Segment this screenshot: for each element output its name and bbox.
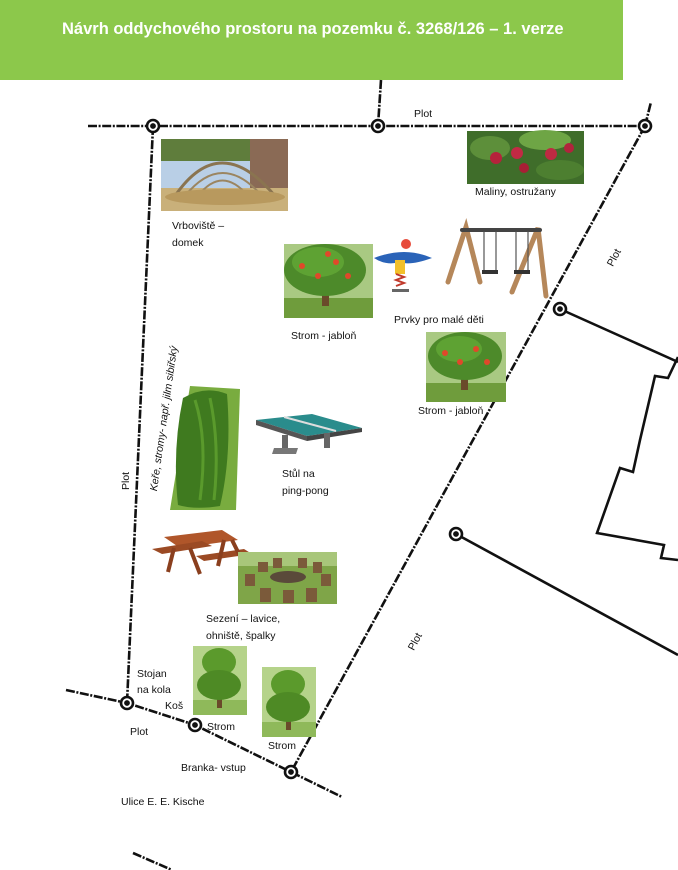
label-seating-line2: ohniště, špalky — [206, 630, 276, 642]
building-outline — [595, 356, 678, 562]
neighbour-line-upper — [559, 307, 678, 364]
pingpong-table-photo — [256, 414, 362, 454]
neighbour-lines — [455, 307, 678, 657]
apple-tree-photo — [426, 332, 506, 402]
label-bike-line1: Stojan — [137, 668, 167, 680]
spring-rider-photo — [374, 239, 432, 292]
fence-left — [125, 125, 155, 704]
street-edge — [132, 851, 173, 870]
label-street: Ulice E. E. Kische — [121, 796, 205, 808]
label-tree-3: Strom — [207, 721, 236, 733]
label-gate: Branka- vstup — [181, 762, 246, 774]
page-title: Návrh oddychového prostoru na pozemku č.… — [62, 20, 564, 38]
hedge-photo — [170, 386, 240, 510]
topiary-tree-photo — [193, 646, 247, 715]
label-plot-left: Plot — [120, 471, 132, 490]
label-bin: Koš — [165, 700, 184, 712]
survey-point-marker — [145, 118, 161, 134]
topiary-tree-photo — [262, 667, 316, 737]
picnic-table-photo — [152, 530, 252, 575]
label-willow-line1: Vrboviště – — [172, 220, 225, 232]
raspberries-photo — [467, 130, 584, 184]
label-kids-area: Prvky pro malé děti — [394, 314, 484, 326]
survey-point-marker — [448, 526, 464, 542]
neighbour-line-lower — [455, 532, 678, 657]
survey-point-marker — [637, 118, 653, 134]
label-pingpong-line1: Stůl na — [282, 468, 315, 480]
label-tree-1: Strom - jabloň — [291, 330, 357, 342]
swing-set-photo — [445, 218, 549, 299]
firepit-photo — [238, 552, 337, 604]
label-raspberries: Maliny, ostružany — [475, 186, 556, 198]
label-tree-4: Strom — [268, 740, 297, 752]
apple-tree-photo — [284, 244, 373, 318]
fence-right — [289, 125, 647, 773]
label-bike-line2: na kola — [137, 684, 171, 696]
label-plot-bottom: Plot — [130, 726, 149, 738]
label-plot-top: Plot — [414, 108, 433, 120]
survey-point-marker — [187, 717, 203, 733]
survey-point-marker — [370, 118, 386, 134]
fence-top-stub — [376, 79, 383, 127]
survey-point-marker — [283, 764, 299, 780]
willow-house-photo — [161, 139, 288, 211]
survey-point-marker — [119, 695, 135, 711]
survey-points — [119, 118, 653, 780]
label-pingpong-line2: ping-pong — [282, 485, 329, 497]
label-tree-2: Strom - jabloň — [418, 405, 484, 417]
survey-point-marker — [552, 301, 568, 317]
label-seating-line1: Sezení – lavice, — [206, 613, 281, 625]
header-bar: Návrh oddychového prostoru na pozemku č.… — [0, 0, 623, 80]
label-willow-line2: domek — [172, 237, 204, 249]
